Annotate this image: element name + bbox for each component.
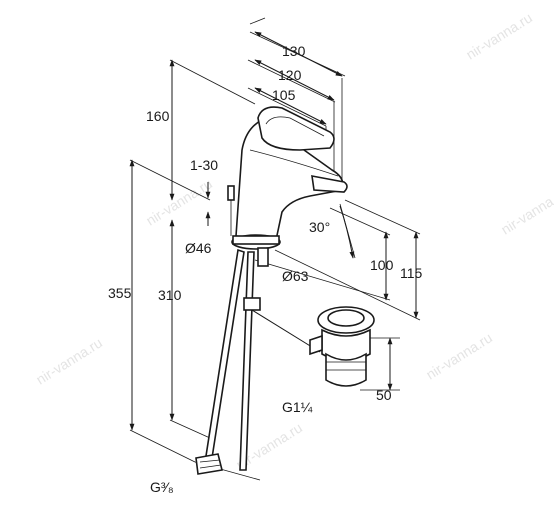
dim-line-105: [254, 87, 327, 125]
waste-rod-connector: [309, 334, 323, 356]
faucet-body: [227, 106, 348, 267]
lever-handle: [257, 106, 335, 151]
label-g3-8: G³⁄₈: [150, 479, 174, 495]
threaded-shank: [257, 247, 269, 267]
label-diameter-46: Ø46: [185, 240, 212, 256]
label-105: 105: [272, 87, 296, 103]
dimension-lines: [129, 31, 419, 431]
hose-right: [239, 251, 255, 471]
hose-left: [205, 248, 245, 460]
label-115: 115: [400, 265, 423, 281]
label-diameter-63: Ø63: [282, 268, 309, 284]
label-355: 355: [108, 285, 132, 301]
watermark-1: nir-vanna.ru: [143, 175, 215, 228]
watermark-2: nir-vanna.ru: [33, 334, 105, 387]
pop-up-rod: [251, 309, 321, 353]
label-50: 50: [376, 387, 392, 403]
label-30-degrees: 30°: [309, 219, 330, 235]
label-100: 100: [370, 257, 394, 273]
label-310: 310: [158, 287, 182, 303]
label-1-30: 1-30: [190, 157, 218, 173]
hose-nut: [195, 453, 223, 475]
dimension-labels: 130 120 105 160 1-30 30° Ø46 Ø63 100 115…: [108, 43, 423, 495]
label-g1-1-4: G1¼: [282, 399, 313, 415]
label-130: 130: [282, 43, 306, 59]
waste-plug: [327, 309, 365, 327]
label-120: 120: [278, 67, 302, 83]
watermark-6: nir-vanna.ru: [498, 184, 554, 237]
base-ring: [232, 235, 280, 245]
pop-up-waste: [309, 306, 375, 387]
pop-up-rod-knob: [227, 185, 235, 201]
supply-hoses: [195, 248, 321, 475]
label-160: 160: [146, 108, 170, 124]
spout: [311, 175, 348, 193]
watermark-5: nir-vanna.ru: [463, 9, 535, 62]
rod-clamp: [243, 297, 261, 311]
watermark-4: nir-vanna.ru: [423, 329, 495, 382]
